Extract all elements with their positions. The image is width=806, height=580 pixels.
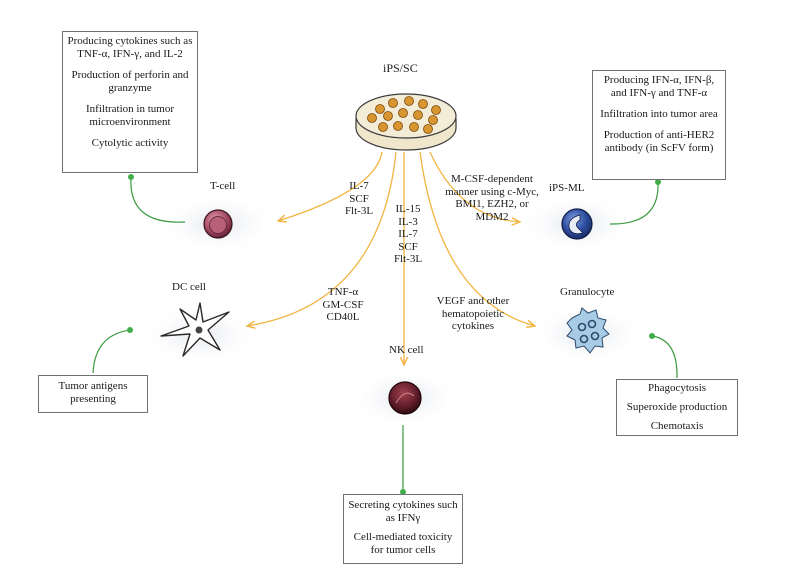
- granulocyte-functions-box: Phagocytosis Superoxide production Chemo…: [616, 379, 738, 436]
- granulocyte-label: Granulocyte: [560, 286, 615, 298]
- function-text: Phagocytosis: [647, 382, 707, 394]
- factor-text: cytokines: [451, 320, 495, 332]
- connector-dccell: [92, 329, 131, 374]
- function-text: Infiltration in tumor microenvironment: [86, 103, 174, 128]
- factor-text: VEGF and other: [436, 295, 510, 307]
- dendritic-cell-icon: [160, 302, 230, 357]
- factor-text: IL-15: [395, 203, 421, 215]
- connector-tcell: [130, 176, 186, 223]
- function-text: Producing IFN-α, IFN-β, and IFN-γ and TN…: [603, 74, 715, 99]
- arrow-to-ipsml: [429, 151, 520, 222]
- function-text: Production of anti-HER2 antibody (in ScF…: [603, 129, 715, 154]
- factor-text: hematopoietic: [441, 307, 505, 320]
- factor-text: CD40L: [326, 311, 360, 323]
- differentiation-arrows: [247, 151, 535, 365]
- connector-dots: [127, 174, 661, 495]
- factor-text: Flt-3L: [393, 253, 423, 265]
- factor-text: GM-CSF: [322, 298, 364, 311]
- function-text: Secreting cytokines such as IFNγ: [348, 499, 458, 524]
- nkcell-functions-box: Secreting cytokines such as IFNγ Cell-me…: [343, 494, 463, 564]
- factor-text: BMI1, EZH2, or: [455, 198, 529, 210]
- arrow-to-dccell: [247, 151, 397, 326]
- ipsml-functions-box: Producing IFN-α, IFN-β, and IFN-γ and TN…: [592, 70, 726, 180]
- tcell-label: T-cell: [210, 180, 236, 192]
- nkcell-factors: IL-15 IL-3 IL-7 SCF Flt-3L: [388, 203, 428, 266]
- function-text: Tumor antigens presenting: [58, 380, 128, 405]
- factor-text: IL-3: [398, 215, 418, 228]
- factor-text: IL-7: [349, 180, 369, 192]
- function-text: Production of perforin and granzyme: [71, 69, 189, 94]
- function-text: Chemotaxis: [650, 420, 704, 432]
- nkcell-label: NK cell: [389, 344, 424, 356]
- factor-text: M-CSF-dependent: [451, 173, 533, 185]
- factor-text: Flt-3L: [344, 205, 374, 217]
- function-text: Cell-mediated toxicity for tumor cells: [353, 531, 453, 556]
- granulocyte-icon: [566, 307, 610, 354]
- factor-text: SCF: [398, 240, 418, 253]
- center-label: iPS/SC: [383, 61, 418, 75]
- dccell-functions-box: Tumor antigens presenting: [38, 375, 148, 413]
- ipsml-cell-icon: [561, 208, 593, 240]
- function-text: Infiltration into tumor area: [600, 108, 718, 120]
- function-text: Cytolytic activity: [91, 137, 169, 149]
- factor-text: TNF-α: [327, 286, 359, 298]
- factor-text: MDM2: [475, 210, 509, 223]
- petri-dish-icon: [355, 93, 457, 151]
- dccell-factors: TNF-α GM-CSF CD40L: [315, 286, 371, 324]
- granulocyte-factors: VEGF and other hematopoietic cytokines: [428, 295, 518, 333]
- connector-ipsml: [609, 181, 659, 225]
- factor-text: manner using c-Myc,: [445, 185, 539, 198]
- arrow-to-granulocyte: [419, 151, 535, 326]
- tcell-factors: IL-7 SCF Flt-3L: [339, 180, 379, 218]
- factor-text: SCF: [349, 192, 369, 205]
- tcell-icon: [203, 209, 233, 239]
- nkcell-icon: [388, 381, 422, 415]
- function-text: Superoxide production: [626, 401, 728, 413]
- tcell-functions-box: Producing cytokines such as TNF-α, IFN-γ…: [62, 31, 198, 173]
- dccell-label: DC cell: [172, 281, 206, 293]
- ipsml-label: iPS-ML: [549, 182, 585, 194]
- factor-text: IL-7: [398, 228, 418, 240]
- function-text: Producing cytokines such as TNF-α, IFN-γ…: [67, 35, 193, 60]
- ipsml-factors: M-CSF-dependent manner using c-Myc, BMI1…: [437, 173, 547, 223]
- function-connectors: [92, 176, 678, 492]
- arrow-to-tcell: [278, 151, 383, 221]
- connector-granulocyte: [651, 335, 678, 379]
